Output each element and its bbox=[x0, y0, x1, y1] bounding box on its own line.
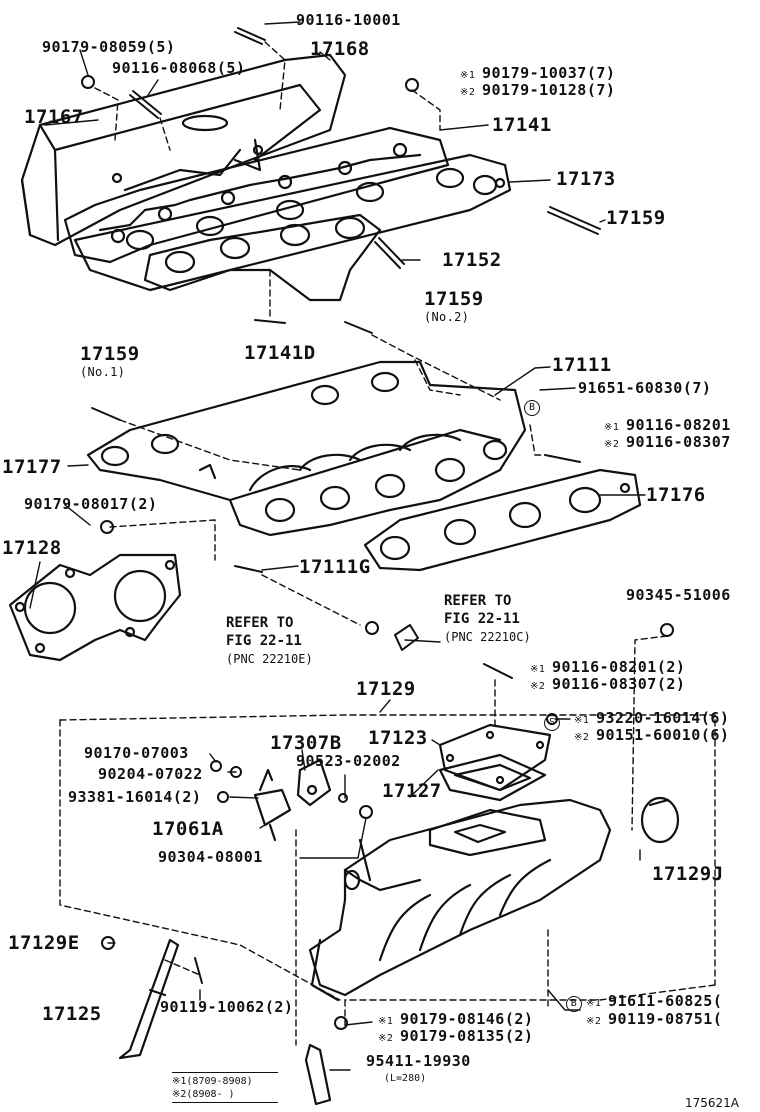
part-label: 17167 bbox=[24, 106, 84, 128]
part-label: 17128 bbox=[2, 537, 62, 559]
part-label: 17159 bbox=[424, 288, 484, 310]
part-label: 17141D bbox=[244, 342, 316, 364]
dashed-guides bbox=[59, 41, 716, 1046]
gasket-17176 bbox=[363, 468, 642, 572]
intake-manifold-17111 bbox=[86, 360, 527, 537]
part-label: 17152 bbox=[442, 249, 502, 271]
bracket-17307b bbox=[296, 758, 332, 807]
part-label: 17111G bbox=[299, 556, 371, 578]
applicability-legend: ※1(8709-8908) ※2(8908- ) bbox=[172, 1072, 278, 1103]
part-label: 90116-08068(5) bbox=[112, 59, 246, 77]
leader-lines bbox=[29, 21, 646, 1071]
part-sub-note: (No.1) bbox=[80, 365, 126, 379]
part-label: 17125 bbox=[42, 1003, 102, 1025]
part-label: 17129 bbox=[356, 678, 416, 700]
gasket-17152 bbox=[143, 213, 382, 302]
vacuum-valve-17061a bbox=[253, 768, 292, 842]
part-label: 90345-51006 bbox=[626, 586, 731, 604]
gasket-17127 bbox=[438, 753, 547, 802]
part-label: 90179-08059(5) bbox=[42, 38, 176, 56]
part-label: 90179-08017(2) bbox=[24, 495, 158, 513]
part-label: 90204-07022 bbox=[98, 765, 203, 783]
hose-95411 bbox=[304, 1043, 332, 1106]
part-label: 90304-08001 bbox=[158, 848, 263, 866]
reference-note-left: REFER TO FIG 22-11 (PNC 22210E) bbox=[226, 615, 313, 666]
part-label: 17159 bbox=[606, 207, 666, 229]
part-label: 17129E bbox=[8, 932, 80, 954]
part-label: 17177 bbox=[2, 456, 62, 478]
part-label: 17123 bbox=[368, 727, 428, 749]
reference-note-right: REFER TO FIG 22-11 (PNC 22210C) bbox=[444, 593, 531, 644]
part-label: 90116-10001 bbox=[296, 11, 401, 29]
part-sub-note: (No.2) bbox=[424, 310, 470, 324]
part-label: 90523-02002 bbox=[296, 752, 401, 770]
bracket-17125 bbox=[118, 938, 180, 1060]
part-label: 90119-10062(2) bbox=[160, 998, 294, 1016]
part-label: 90170-07003 bbox=[84, 744, 189, 762]
part-sub-note: (L=280) bbox=[384, 1073, 427, 1084]
part-label: 17176 bbox=[646, 484, 706, 506]
figure-id: 175621A bbox=[685, 1096, 740, 1110]
part-label: 17127 bbox=[382, 780, 442, 802]
intake-chamber-lower bbox=[308, 798, 612, 1002]
part-label: 17173 bbox=[556, 168, 616, 190]
part-label: 17141 bbox=[492, 114, 552, 136]
plate-17123 bbox=[438, 723, 552, 792]
marker-s: S bbox=[544, 712, 564, 731]
gasket-17128 bbox=[8, 553, 182, 662]
part-label: 17129J bbox=[652, 863, 724, 885]
part-label: 17061A bbox=[152, 818, 224, 840]
part-label: 17159 bbox=[80, 343, 140, 365]
part-label: 17111 bbox=[552, 354, 612, 376]
intake-chamber-upper bbox=[20, 53, 347, 247]
part-label: 95411-19930 bbox=[366, 1052, 471, 1070]
part-label: 17168 bbox=[310, 38, 370, 60]
part-label: 91651-60830(7) bbox=[578, 379, 712, 397]
marker-b: B bbox=[566, 996, 582, 1012]
part-label: 93381-16014(2) bbox=[68, 788, 202, 806]
marker-b: B bbox=[524, 397, 544, 416]
part-label: 17307B bbox=[270, 732, 342, 754]
gasket-17173 bbox=[73, 153, 512, 292]
cap-17129j bbox=[640, 796, 680, 844]
